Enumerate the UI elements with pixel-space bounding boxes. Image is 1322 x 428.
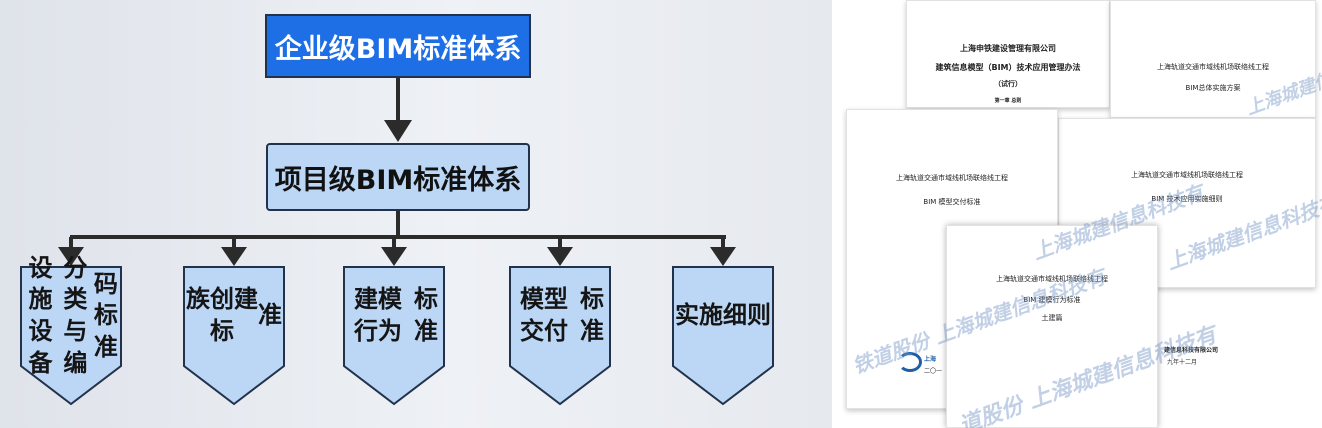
- standard-child-box-1: 设施设备分类与编码标准: [20, 254, 122, 406]
- label-line: 分类与编: [63, 253, 88, 377]
- arrowhead-project: [384, 120, 412, 142]
- arrowhead-child-1: [58, 247, 84, 266]
- label-line: 模型交付: [520, 285, 568, 345]
- arrowhead-child-4: [547, 247, 573, 266]
- project-standard-label: 项目级BIM标准体系: [274, 164, 522, 196]
- doc4-org-fragment: 建信息科技有限公司: [1164, 347, 1219, 354]
- connector-lines: [58, 78, 736, 266]
- standard-child-label-3: 建模行为标准: [343, 266, 445, 362]
- enterprise-standard-box: 企业级BIM标准体系: [265, 14, 531, 78]
- arrowhead-child-5: [710, 247, 736, 266]
- pentagon-shape: [672, 266, 774, 406]
- doc4-date-fragment: 九年十二月: [1167, 359, 1198, 366]
- pentagon-shape: [183, 266, 285, 406]
- standard-child-box-4: 模型交付标准: [509, 266, 611, 406]
- standard-child-box-2: 族创建标准: [183, 266, 285, 406]
- doc2-project: 上海轨道交通市域线机场联络线工程: [1157, 63, 1269, 71]
- doc1-chapter: 第一章 总则: [994, 98, 1022, 104]
- label-line: 标准: [414, 285, 438, 345]
- label-line: 标准: [580, 285, 604, 345]
- arrowhead-child-2: [221, 247, 247, 266]
- doc3-date-fragment: 二〇一: [924, 368, 943, 375]
- label-line: 设施设备: [28, 253, 53, 377]
- standard-child-box-3: 建模行为标准: [343, 266, 445, 406]
- pentagon-fill: [343, 266, 445, 406]
- document-cover-overall-plan: 上海轨道交通市域线机场联络线工程 BIM总体实施方案: [1110, 0, 1316, 118]
- label-line: 码标准: [93, 269, 118, 361]
- pentagon-fill: [183, 266, 285, 406]
- enterprise-standard-label: 企业级BIM标准体系: [274, 33, 522, 65]
- pentagon-fill: [672, 266, 774, 406]
- pentagon-shape: [509, 266, 611, 406]
- company-logo-icon: [898, 352, 922, 372]
- document-covers-panel: 上海申铁建设管理有限公司 建筑信息模型（BIM）技术应用管理办法 （试行） 第一…: [842, 0, 1322, 428]
- standard-child-box-5: 实施细则: [672, 266, 774, 406]
- label-line: 准: [258, 301, 282, 330]
- pentagon-fill: [509, 266, 611, 406]
- standard-child-label-4: 模型交付标准: [509, 266, 611, 362]
- doc5-section: 土建篇: [1041, 314, 1063, 322]
- label-line: 族创建标: [186, 285, 258, 345]
- pentagon-shape: [20, 266, 122, 406]
- document-cover-management-measures: 上海申铁建设管理有限公司 建筑信息模型（BIM）技术应用管理办法 （试行） 第一…: [906, 0, 1110, 108]
- standards-hierarchy-diagram: 企业级BIM标准体系 项目级BIM标准体系 设施设备分类与编码标准族创建标准建模…: [0, 0, 832, 428]
- doc3-org-fragment: 上海: [924, 356, 937, 363]
- doc1-subtitle: （试行）: [994, 80, 1022, 88]
- doc4-project: 上海轨道交通市域线机场联络线工程: [1131, 171, 1243, 179]
- pentagon-shape: [343, 266, 445, 406]
- doc1-company: 上海申铁建设管理有限公司: [960, 44, 1056, 53]
- project-standard-box: 项目级BIM标准体系: [266, 143, 530, 211]
- arrowhead-child-3: [381, 247, 407, 266]
- doc3-title: BIM 模型交付标准: [923, 198, 981, 206]
- doc2-title: BIM总体实施方案: [1185, 84, 1241, 92]
- standard-child-label-2: 族创建标准: [183, 266, 285, 362]
- doc4-title: BIM 技术应用实施细则: [1151, 195, 1223, 203]
- pentagon-fill: [20, 266, 122, 406]
- label-line: 实施细则: [675, 301, 771, 330]
- doc5-title: BIM 建模行为标准: [1023, 296, 1081, 304]
- standard-child-label-5: 实施细则: [672, 266, 774, 362]
- doc1-title: 建筑信息模型（BIM）技术应用管理办法: [935, 63, 1081, 72]
- doc5-project: 上海轨道交通市域线机场联络线工程: [996, 275, 1108, 283]
- standard-child-label-1: 设施设备分类与编码标准: [20, 254, 122, 377]
- document-cover-modeling-behavior: 上海轨道交通市域线机场联络线工程 BIM 建模行为标准 土建篇: [946, 225, 1158, 428]
- doc3-project: 上海轨道交通市域线机场联络线工程: [896, 174, 1008, 182]
- label-line: 建模行为: [354, 285, 402, 345]
